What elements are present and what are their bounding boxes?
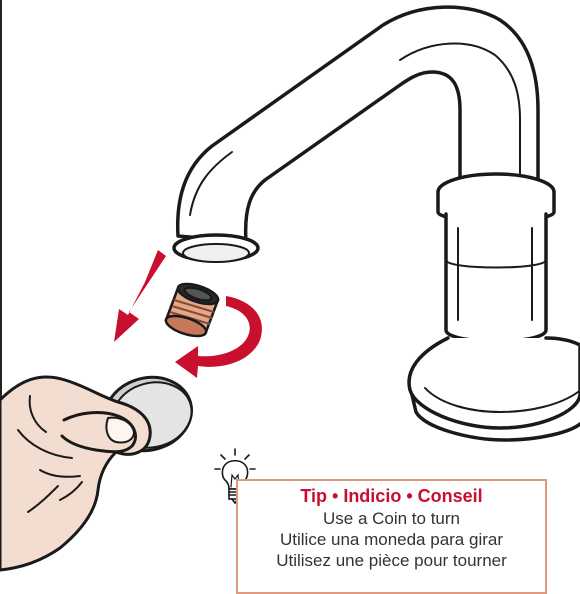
spout-outlet-inner	[183, 244, 249, 262]
hand	[0, 377, 150, 570]
down-left-arrow-icon	[114, 250, 166, 342]
tip-title: Tip • Indicio • Conseil	[238, 484, 545, 508]
tip-line-english: Use a Coin to turn	[238, 508, 545, 529]
tip-line-french: Utilisez une pièce pour tourner	[238, 550, 545, 571]
faucet-base	[409, 338, 580, 428]
tip-line-spanish: Utilice una moneda para girar	[238, 529, 545, 550]
tip-box: Tip • Indicio • Conseil Use a Coin to tu…	[236, 479, 547, 594]
faucet	[174, 7, 580, 440]
aerator	[164, 280, 221, 340]
